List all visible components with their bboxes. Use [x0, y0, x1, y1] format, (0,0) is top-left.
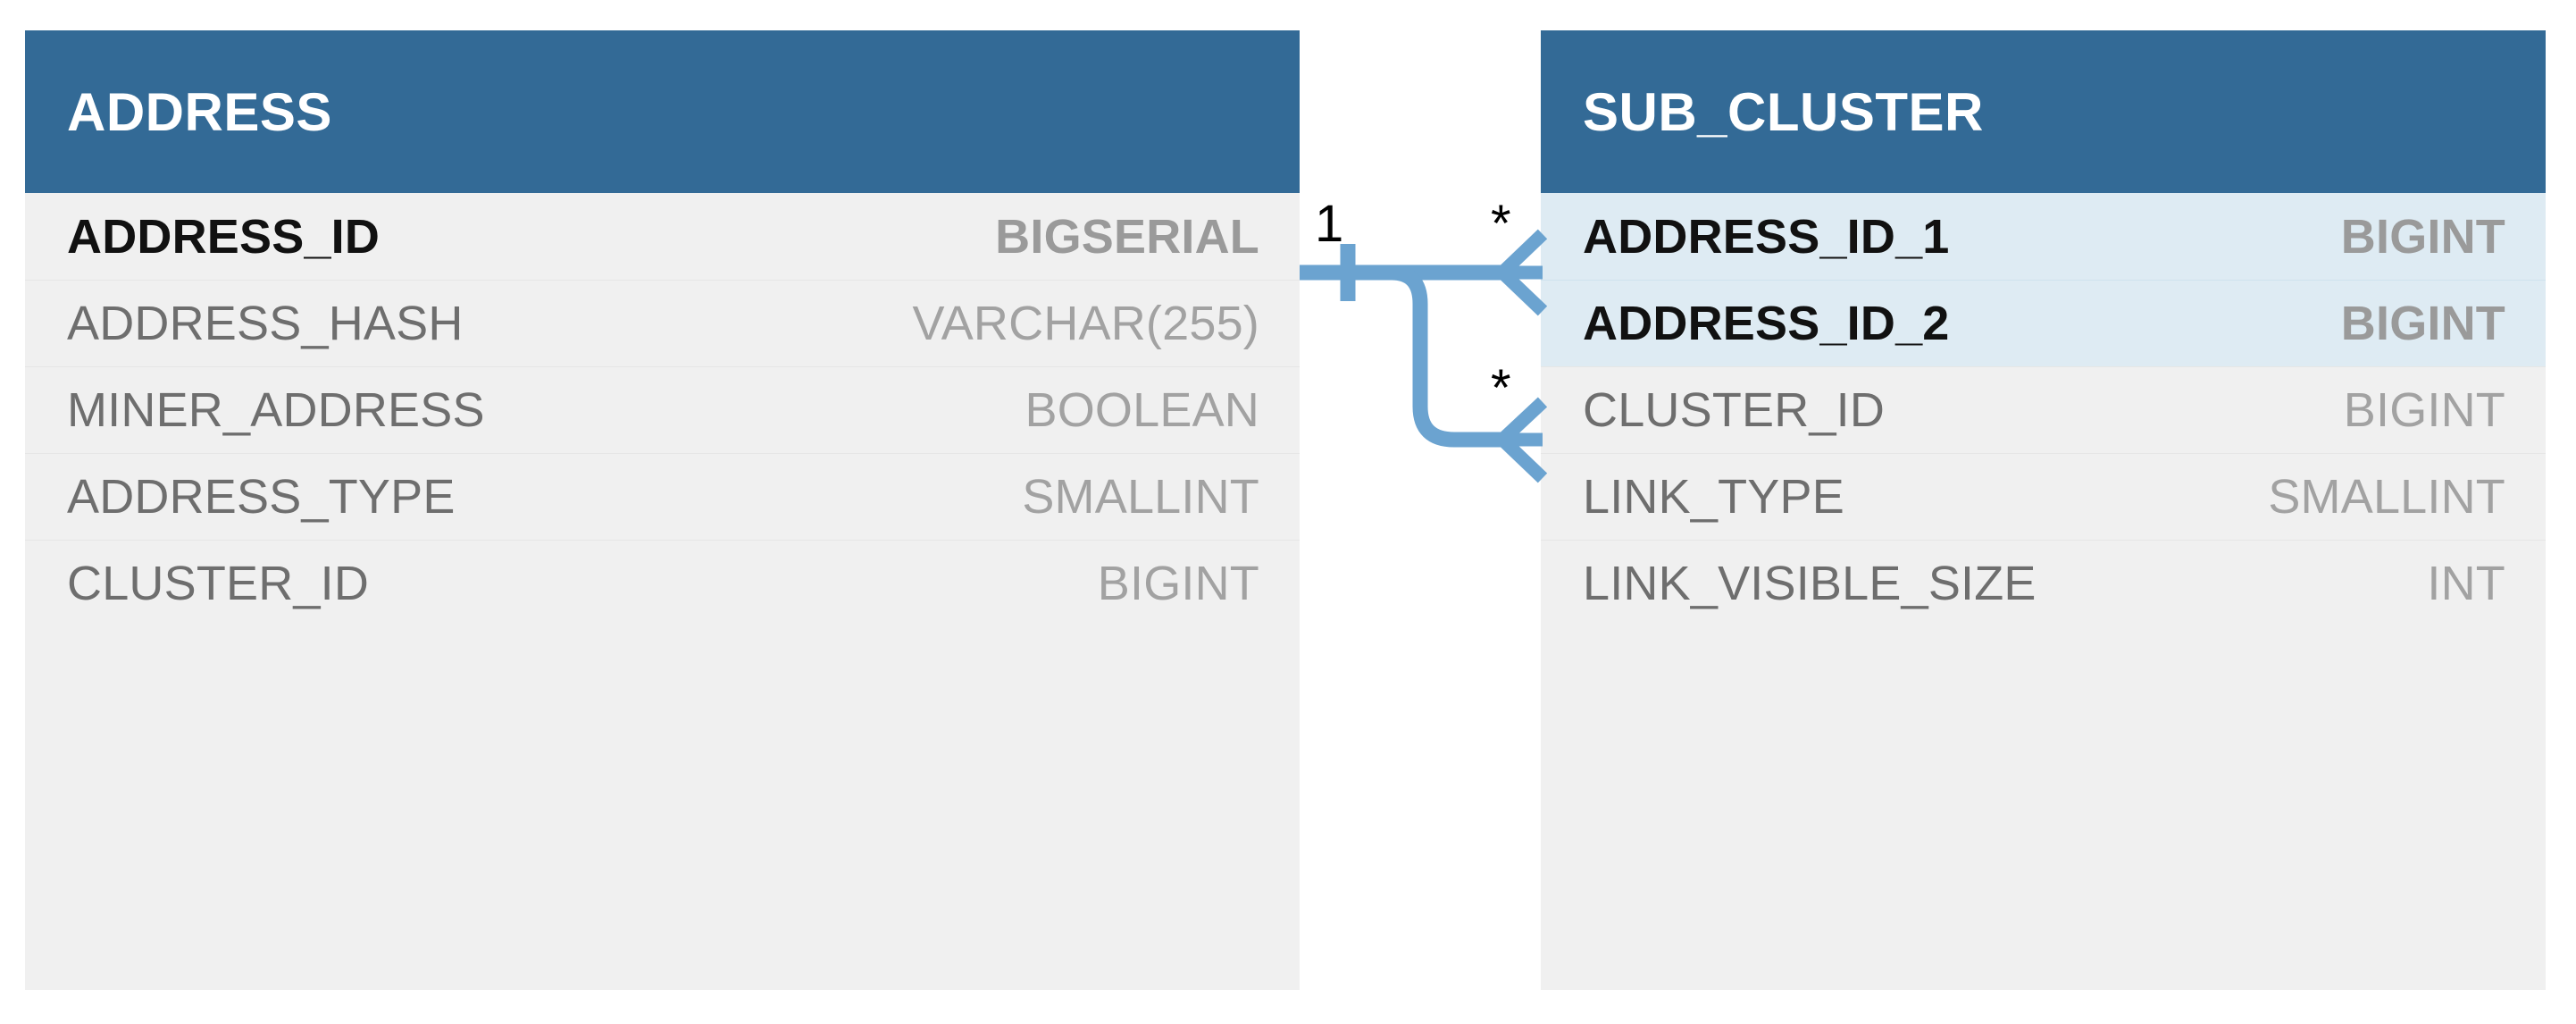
entity-sub-cluster-header: SUB_CLUSTER	[1541, 30, 2546, 193]
attribute-type: SMALLINT	[1022, 469, 1259, 524]
attribute-type: SMALLINT	[2268, 469, 2505, 524]
relationship-line-2	[1367, 264, 1502, 448]
attribute-type: BIGINT	[2340, 209, 2505, 264]
attribute-name: CLUSTER_ID	[67, 556, 370, 610]
attribute-name: CLUSTER_ID	[1583, 382, 1886, 437]
attribute-row-address-hash[interactable]: ADDRESS_HASH VARCHAR(255)	[25, 280, 1300, 366]
attribute-name: LINK_TYPE	[1583, 469, 1844, 524]
attribute-row-cluster-id[interactable]: CLUSTER_ID BIGINT	[25, 540, 1300, 626]
entity-sub-cluster-attributes: ADDRESS_ID_1 BIGINT ADDRESS_ID_2 BIGINT …	[1541, 193, 2546, 626]
attribute-name: ADDRESS_TYPE	[67, 469, 456, 524]
entity-sub-cluster-title: SUB_CLUSTER	[1583, 81, 1984, 142]
attribute-name: ADDRESS_ID_2	[1583, 296, 1950, 350]
attribute-type: VARCHAR(255)	[912, 296, 1259, 350]
attribute-row-link-type[interactable]: LINK_TYPE SMALLINT	[1541, 453, 2546, 540]
entity-address[interactable]: ADDRESS ADDRESS_ID BIGSERIAL ADDRESS_HAS…	[25, 30, 1300, 990]
attribute-name: MINER_ADDRESS	[67, 382, 485, 437]
attribute-row-address-id-2[interactable]: ADDRESS_ID_2 BIGINT	[1541, 280, 2546, 366]
attribute-row-address-id[interactable]: ADDRESS_ID BIGSERIAL	[25, 193, 1300, 280]
attribute-type: INT	[2427, 556, 2505, 610]
attribute-type: BIGSERIAL	[995, 209, 1259, 264]
attribute-type: BIGINT	[1097, 556, 1259, 610]
attribute-name: ADDRESS_HASH	[67, 296, 464, 350]
attribute-type: BIGINT	[2343, 382, 2505, 437]
attribute-row-cluster-id[interactable]: CLUSTER_ID BIGINT	[1541, 366, 2546, 453]
attribute-row-address-type[interactable]: ADDRESS_TYPE SMALLINT	[25, 453, 1300, 540]
crowsfoot-lower-2	[1497, 434, 1548, 483]
attribute-name: ADDRESS_ID_1	[1583, 209, 1950, 264]
relationship-address-id-1[interactable]	[1300, 229, 1548, 316]
attribute-row-link-visible-size[interactable]: LINK_VISIBLE_SIZE INT	[1541, 540, 2546, 626]
cardinality-label-many-top: *	[1491, 195, 1511, 253]
crowsfoot-upper-1	[1497, 229, 1548, 278]
entity-address-header: ADDRESS	[25, 30, 1300, 193]
entity-address-attributes: ADDRESS_ID BIGSERIAL ADDRESS_HASH VARCHA…	[25, 193, 1300, 626]
relationship-address-id-2[interactable]	[1367, 264, 1548, 483]
attribute-name: LINK_VISIBLE_SIZE	[1583, 556, 2037, 610]
cardinality-label-many-bottom: *	[1491, 359, 1511, 417]
attribute-type: BOOLEAN	[1025, 382, 1259, 437]
attribute-row-address-id-1[interactable]: ADDRESS_ID_1 BIGINT	[1541, 193, 2546, 280]
entity-address-title: ADDRESS	[67, 81, 332, 142]
entity-sub-cluster[interactable]: SUB_CLUSTER ADDRESS_ID_1 BIGINT ADDRESS_…	[1541, 30, 2546, 990]
cardinality-label-one: 1	[1315, 195, 1344, 253]
crowsfoot-upper-2	[1497, 397, 1548, 445]
crowsfoot-lower-1	[1497, 267, 1548, 316]
attribute-name: ADDRESS_ID	[67, 209, 381, 264]
attribute-type: BIGINT	[2340, 296, 2505, 350]
attribute-row-miner-address[interactable]: MINER_ADDRESS BOOLEAN	[25, 366, 1300, 453]
